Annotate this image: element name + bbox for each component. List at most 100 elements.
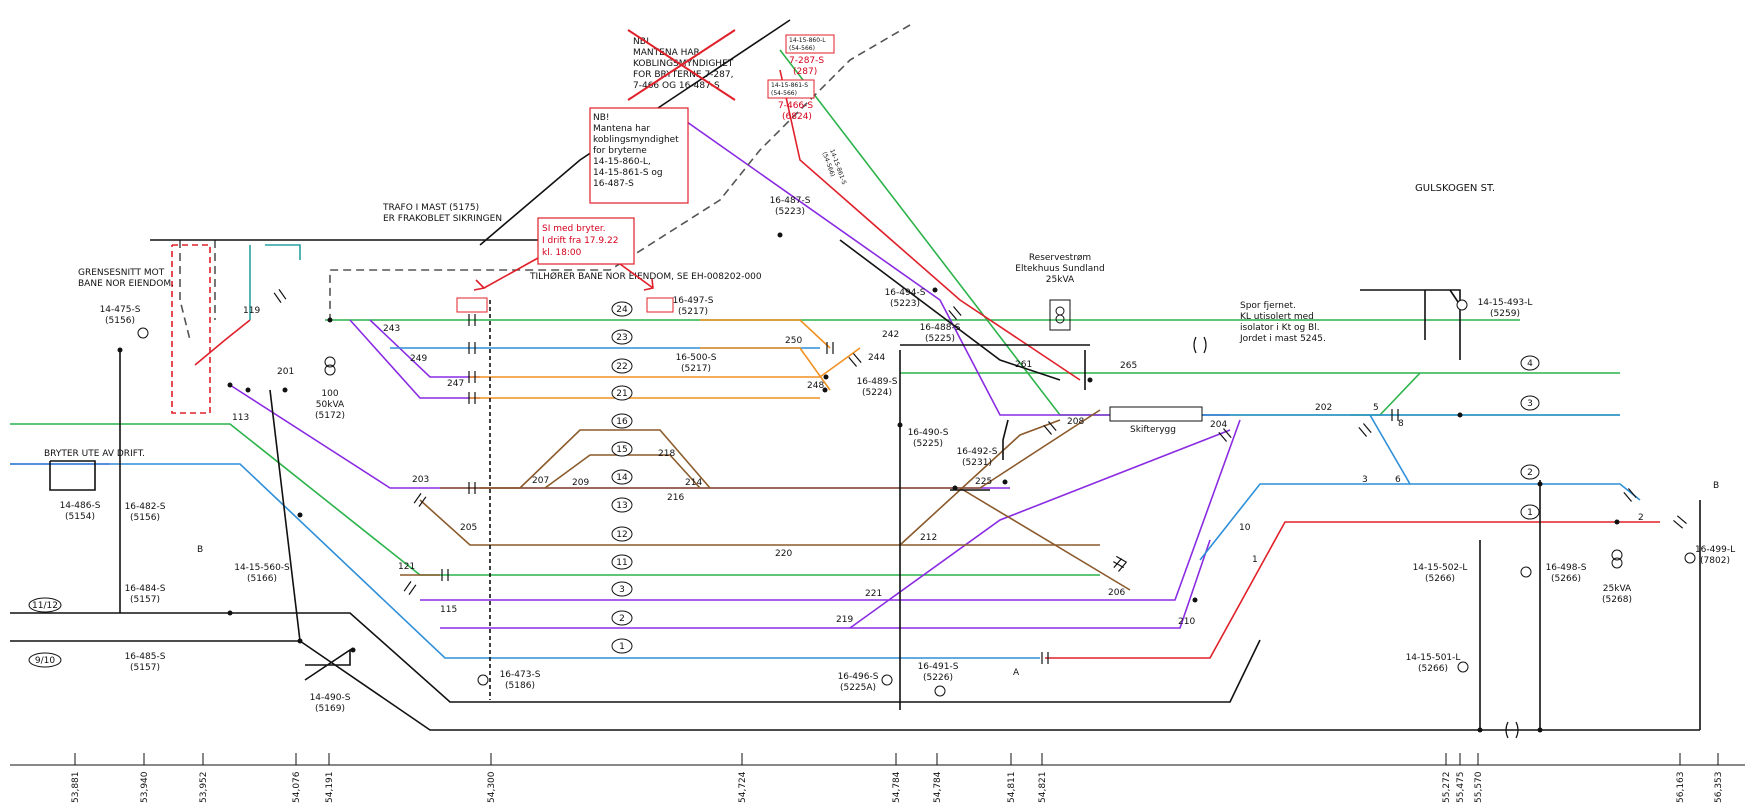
km-mark: 54,784 [892, 753, 902, 803]
switch-label: 14-15-502-L(5266) [1413, 563, 1468, 584]
svg-text:NB!: NB! [593, 113, 610, 123]
section-number: 247 [447, 379, 464, 389]
svg-text:16-487-S: 16-487-S [593, 179, 634, 189]
km-mark: 55,272 [1442, 753, 1452, 803]
red-switch-boxes: 14-15-860-L (54-566) 7-287-S (287) 14-15… [767, 34, 847, 186]
svg-text:14-15-560-S: 14-15-560-S [234, 563, 290, 573]
section-number: 204 [1210, 420, 1227, 430]
section-number: 242 [882, 330, 899, 340]
svg-text:1: 1 [619, 642, 625, 652]
svg-text:(287): (287) [793, 67, 817, 77]
km-mark: 54,821 [1038, 753, 1048, 803]
svg-text:(54-566): (54-566) [789, 45, 815, 52]
track-number: 21 [611, 385, 633, 401]
section-numbers: 119 113 201 243 249 247 250 244 248 242 … [197, 306, 1719, 678]
svg-text:14-15-860-L: 14-15-860-L [789, 37, 826, 44]
svg-text:53,940: 53,940 [140, 771, 150, 803]
svg-text:14-486-S: 14-486-S [60, 501, 101, 511]
km-mark: 55,570 [1474, 753, 1484, 803]
switch-label: 14-486-S(5154) [60, 501, 101, 522]
svg-text:16-499-L: 16-499-L [1695, 545, 1735, 555]
svg-text:isolator i Kt og Bl.: isolator i Kt og Bl. [1240, 323, 1320, 333]
svg-text:Eltekhuus Sundland: Eltekhuus Sundland [1015, 264, 1104, 274]
svg-text:16-500-S: 16-500-S [676, 353, 717, 363]
svg-text:3: 3 [619, 585, 625, 595]
section-number: 203 [412, 475, 429, 485]
section-letter: B [197, 545, 203, 555]
switch-label: 14-475-S(5156) [100, 305, 141, 326]
trafo-label: 25kVA (5268) [1602, 584, 1632, 605]
section-number: 207 [532, 476, 549, 486]
section-number: 1 [1252, 555, 1258, 565]
section-number: 113 [232, 413, 249, 423]
km-mark: 54,811 [1007, 753, 1017, 803]
trafo-note: TRAFO I MAST (5175) ER FRAKOBLET SIKRING… [382, 203, 502, 224]
svg-text:(5169): (5169) [315, 704, 345, 714]
svg-text:(5166): (5166) [247, 574, 277, 584]
svg-text:21: 21 [616, 389, 627, 399]
track-number: 14 [611, 469, 633, 485]
track-number: 13 [611, 497, 633, 513]
km-mark: 53,952 [199, 753, 209, 803]
svg-text:16-492-S: 16-492-S [957, 447, 998, 457]
svg-text:Reservestrøm: Reservestrøm [1029, 253, 1091, 263]
station-name: GULSKOGEN ST. [1415, 183, 1495, 194]
svg-text:FOR BRYTERNE 7-287,: FOR BRYTERNE 7-287, [633, 70, 733, 80]
svg-text:Spor fjernet.: Spor fjernet. [1240, 301, 1296, 311]
switch-label: 16-490-S(5225) [908, 428, 949, 449]
switch-label: 16-473-S(5186) [500, 670, 541, 691]
section-number: 119 [243, 306, 260, 316]
track-number: 24 [611, 301, 633, 317]
svg-text:56,163: 56,163 [1676, 772, 1686, 804]
track-number: 4 [1520, 355, 1540, 371]
track-11-12 [10, 612, 1261, 703]
svg-text:16-484-S: 16-484-S [125, 584, 166, 594]
switch-label: 16-497-S(5217) [673, 296, 714, 317]
track-number: 16 [611, 413, 633, 429]
trafo-label: 100 50kVA (5172) [315, 389, 345, 421]
svg-text:for bryterne: for bryterne [593, 146, 647, 156]
section-number: 2 [1638, 513, 1644, 523]
track-number: 3 [1520, 395, 1540, 411]
switch-label: 16-482-S(5156) [125, 502, 166, 523]
track-9-10 [10, 640, 1700, 731]
svg-text:16-473-S: 16-473-S [500, 670, 541, 680]
reserve-note: Reservestrøm Eltekhuus Sundland 25kVA [1015, 253, 1104, 285]
track-number: 23 [611, 329, 633, 345]
svg-text:GRENSESNITT MOT: GRENSESNITT MOT [78, 268, 165, 278]
svg-text:14-490-S: 14-490-S [310, 693, 351, 703]
svg-text:54,811: 54,811 [1007, 772, 1017, 804]
track-badge: 9/10 [28, 652, 62, 668]
svg-text:(5223): (5223) [775, 207, 805, 217]
section-letter: A [1013, 668, 1020, 678]
track-number: 3 [611, 581, 633, 597]
svg-text:16-482-S: 16-482-S [125, 502, 166, 512]
svg-text:(5156): (5156) [130, 513, 160, 523]
section-number: 221 [865, 589, 882, 599]
section-number: 249 [410, 354, 427, 364]
svg-text:54,724: 54,724 [738, 771, 748, 803]
svg-text:16-497-S: 16-497-S [673, 296, 714, 306]
km-ruler: 53,881 53,940 53,952 54,076 54,191 54,30… [10, 753, 1745, 803]
svg-text:ER FRAKOBLET SIKRINGEN: ER FRAKOBLET SIKRINGEN [383, 214, 502, 224]
red-route-top [779, 69, 1081, 381]
svg-text:(7802): (7802) [1700, 556, 1730, 566]
svg-text:(5217): (5217) [681, 364, 711, 374]
section-number: 209 [572, 478, 589, 488]
section-number: 10 [1239, 523, 1251, 533]
section-number: 218 [658, 449, 675, 459]
svg-text:100: 100 [321, 389, 338, 399]
km-mark: 54,191 [325, 753, 335, 803]
svg-text:16-485-S: 16-485-S [125, 652, 166, 662]
switch-label: 16-485-S(5157) [125, 652, 166, 673]
svg-text:I drift fra 17.9.22: I drift fra 17.9.22 [542, 236, 618, 246]
svg-text:14-15-860-L,: 14-15-860-L, [593, 157, 651, 167]
nb-note-box: NB! Mantena har koblingsmyndighet for br… [589, 107, 689, 204]
svg-text:14-15-502-L: 14-15-502-L [1413, 563, 1468, 573]
km-mark: 54,300 [487, 753, 497, 803]
track-purple-main [669, 109, 1230, 416]
svg-text:14-475-S: 14-475-S [100, 305, 141, 315]
switch-label: 14-490-S(5169) [310, 693, 351, 714]
section-number: 121 [398, 562, 415, 572]
svg-text:53,881: 53,881 [71, 772, 81, 804]
